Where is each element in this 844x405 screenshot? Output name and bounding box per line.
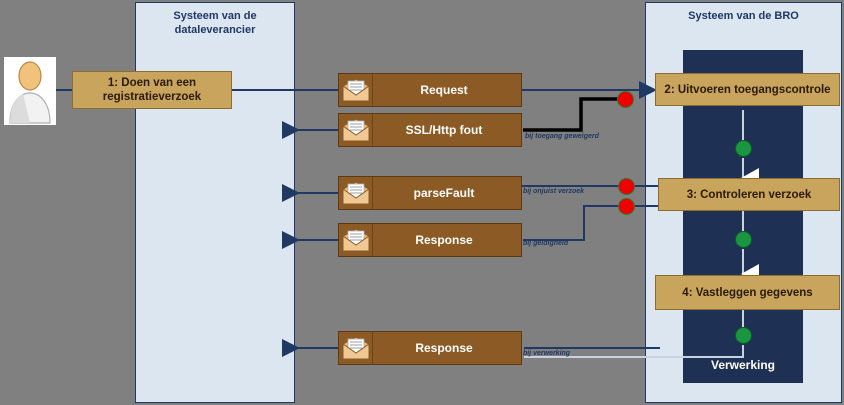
swimlane-dataleverancier-title: Systeem van de dataleverancier bbox=[173, 10, 257, 36]
envelope-icon bbox=[339, 177, 373, 209]
swimlane-dataleverancier: Systeem van de dataleverancier bbox=[135, 2, 295, 403]
activity-box-4[interactable]: 4: Vastleggen gegevens bbox=[655, 275, 840, 310]
message-label-response-validation: Response bbox=[415, 233, 473, 247]
message-box-sslhttp-fout[interactable]: SSL/Http fout bbox=[338, 113, 522, 147]
success-node-vastleggen[interactable] bbox=[735, 327, 752, 344]
success-node-toegangscontrole[interactable] bbox=[735, 140, 752, 157]
person-icon bbox=[9, 61, 51, 124]
message-label-request: Request bbox=[420, 83, 468, 97]
activity-box-1[interactable]: 1: Doen van een registratieverzoek bbox=[72, 71, 232, 109]
bro-column-footer-label: Verwerking bbox=[710, 358, 776, 372]
envelope-icon bbox=[339, 114, 373, 146]
message-label-sslhttp-fout: SSL/Http fout bbox=[405, 123, 483, 137]
message-box-request[interactable]: Request bbox=[338, 73, 522, 107]
connector-r1-to-sslfout bbox=[523, 97, 620, 132]
success-node-controleren[interactable] bbox=[735, 231, 752, 248]
message-box-response-validation[interactable]: Response bbox=[338, 223, 522, 257]
error-node-toegang[interactable] bbox=[617, 91, 634, 108]
annotation-toegang-geweigerd: bij toegang geweigerd bbox=[525, 133, 599, 140]
annotation-verwerking: bij verwerking bbox=[523, 350, 571, 357]
error-node-verzoek[interactable] bbox=[618, 178, 635, 195]
activity-box-2[interactable]: 2: Uitvoeren toegangscontrole bbox=[655, 73, 840, 106]
connector-r3-to-response bbox=[523, 205, 620, 241]
message-box-parsefault[interactable]: parseFault bbox=[338, 176, 522, 210]
envelope-icon bbox=[339, 332, 373, 364]
message-label-parsefault: parseFault bbox=[413, 186, 475, 200]
swimlane-bro-title: Systeem van de BRO bbox=[688, 10, 799, 22]
message-label-response-final: Response bbox=[415, 341, 473, 355]
actor-dataleverancier bbox=[4, 57, 56, 125]
annotation-geldigheid: bij geldigheid bbox=[523, 240, 569, 247]
annotation-onjuist-verzoek: bij onjuist verzoek bbox=[523, 188, 585, 195]
envelope-icon bbox=[339, 224, 373, 256]
error-node-geldigheid[interactable] bbox=[618, 198, 635, 215]
activity-box-3[interactable]: 3: Controleren verzoek bbox=[658, 178, 840, 211]
envelope-icon bbox=[339, 74, 373, 106]
message-box-response-final[interactable]: Response bbox=[338, 331, 522, 365]
